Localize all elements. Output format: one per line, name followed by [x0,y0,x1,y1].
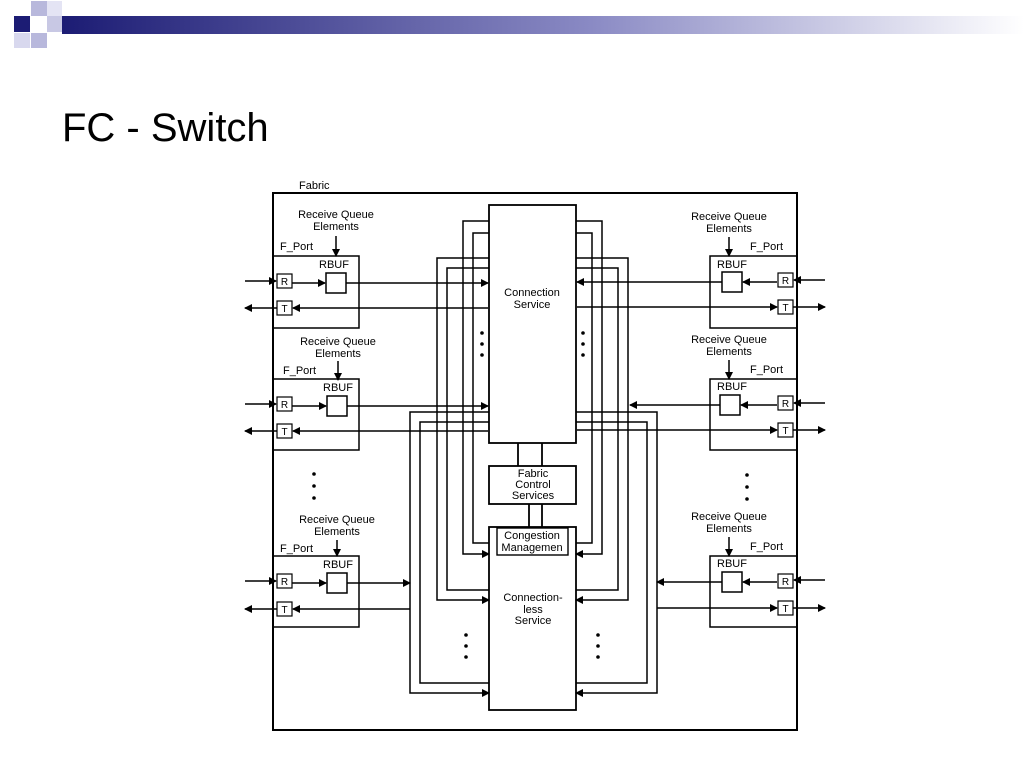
transmitter-label: T [782,303,788,314]
receiver-box [276,396,293,412]
left-port-3: Receive Queue Elements F_Port RBUF R T [244,514,411,628]
receive-queue-label: Receive Queue [691,211,767,223]
rbuf-label: RBUF [323,559,353,571]
rbuf-box [719,394,741,416]
connectionless-service-box [488,526,577,711]
slide-title: FC - Switch [62,106,269,150]
rbuf-label: RBUF [717,259,747,271]
f-port-box [709,255,798,329]
rbuf-label: RBUF [717,381,747,393]
right-ellipsis [745,473,749,501]
f-port-box [709,555,798,628]
fabric-control-label: Services [512,490,555,502]
receiver-label: R [281,277,288,288]
connectionless-label: less [523,604,543,616]
decor-square-light [31,1,47,16]
fabric-label: Fabric [299,180,330,192]
right-loop-connections [575,220,658,697]
fabric-control-label: Fabric [518,468,549,480]
decor-square-light [14,33,30,48]
transmitter-label: T [782,426,788,437]
connection-service-label: Service [514,299,551,311]
connection-service-box [488,204,577,444]
rbuf-label: RBUF [323,382,353,394]
rbuf-box [325,272,347,294]
receiver-label: R [782,577,789,588]
decor-square-light [47,16,62,32]
transmitter-label: T [782,604,788,615]
receiver-label: R [281,577,288,588]
connection-service-label: Connection [504,287,560,299]
rbuf-box [326,572,348,594]
elements-label: Elements [706,346,752,358]
receive-queue-label: Receive Queue [691,511,767,523]
elements-label: Elements [706,223,752,235]
f-port-label: F_Port [283,365,316,377]
receiver-label: R [782,399,789,410]
rbuf-box [326,395,348,417]
right-port-3: Receive Queue Elements F_Port RBUF R T [656,511,826,628]
f-port-label: F_Port [280,543,313,555]
rbuf-label: RBUF [717,558,747,570]
transmitter-label: T [281,605,287,616]
f-port-label: F_Port [280,241,313,253]
receiver-box [276,573,293,589]
receive-queue-label: Receive Queue [299,514,375,526]
rbuf-label: RBUF [319,259,349,271]
left-port-1: Receive Queue Elements F_Port RBUF R T [244,209,489,329]
congestion-label: Congestion [504,530,560,542]
elements-label: Elements [314,526,360,538]
receiver-box [276,273,293,289]
elements-label: Elements [315,348,361,360]
transmitter-label: T [281,427,287,438]
receive-queue-label: Receive Queue [298,209,374,221]
elements-label: Elements [313,221,359,233]
decor-square-light [31,33,47,48]
right-port-2: Receive Queue Elements F_Port RBUF R T [577,334,826,451]
connectionless-label: Connection- [503,592,563,604]
congestion-label: Managemen [501,542,562,554]
receiver-label: R [782,276,789,287]
f-port-box [709,378,798,451]
f-port-box [272,378,360,451]
rbuf-box [721,571,743,593]
left-loop-connections [409,220,490,697]
congestion-management-box [496,527,569,556]
fabric-box [272,192,798,731]
receiver-label: R [281,400,288,411]
rbuf-box [721,271,743,293]
f-port-label: F_Port [750,541,783,553]
transmitter-label: T [281,304,287,315]
fabric-control-services-box [488,465,577,505]
receive-queue-label: Receive Queue [691,334,767,346]
left-port-2: Receive Queue Elements F_Port RBUF R T [244,336,489,451]
connectionless-label: Service [515,615,552,627]
receive-queue-label: Receive Queue [300,336,376,348]
fabric-control-label: Control [515,479,550,491]
header-decoration [14,1,1024,48]
f-port-box [272,255,360,329]
right-bus-dots [581,331,600,659]
f-port-label: F_Port [750,364,783,376]
left-bus-dots [464,331,484,659]
f-port-box [272,555,360,628]
right-port-1: Receive Queue Elements F_Port RBUF R T [576,211,826,329]
left-ellipsis [312,472,316,500]
f-port-label: F_Port [750,241,783,253]
decor-square-light [47,1,62,16]
decor-square-dark [14,16,30,32]
elements-label: Elements [706,523,752,535]
